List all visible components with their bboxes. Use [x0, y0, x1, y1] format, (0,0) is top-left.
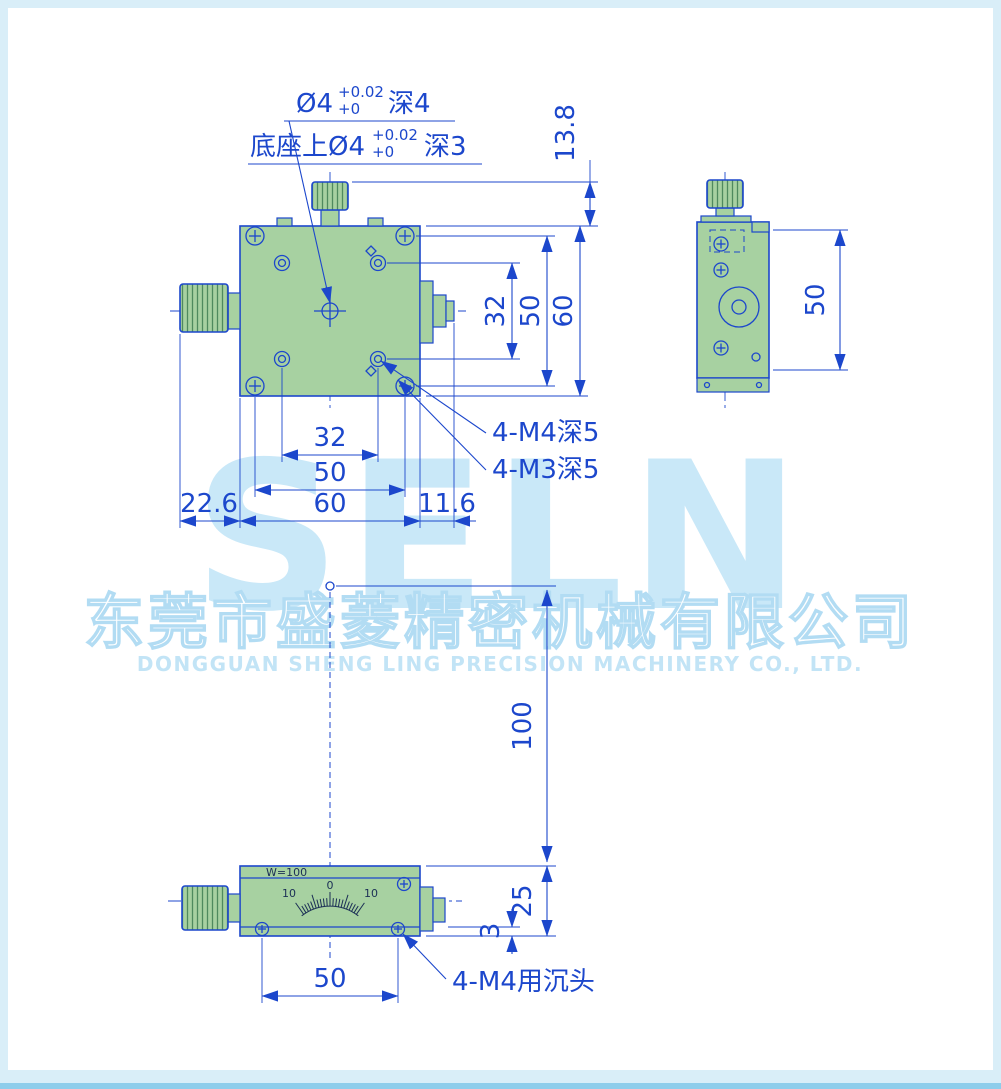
callout-hole-top: Ø4 +0.02 +0 深4 — [284, 83, 455, 122]
dim-travel-100: 100 — [426, 589, 556, 867]
m4-hole-top-right — [369, 254, 387, 272]
callout-m4-thread: 4-M4深5 — [380, 360, 599, 448]
callout-hole-base-suffix: 深3 — [424, 132, 467, 162]
scale-label-center: 0 — [327, 879, 334, 892]
plan-right-stub — [432, 897, 446, 923]
callout-hole-base-prefix: 底座上Ø4 — [250, 132, 365, 162]
plan-adjustment-knob — [181, 885, 229, 931]
dim-left-offset-label: 22.6 — [180, 489, 238, 519]
callout-hole-base-tol-upper: +0.02 — [372, 126, 418, 144]
dim-side-height-50: 50 — [773, 229, 848, 371]
callout-hole-top-prefix: Ø4 — [296, 89, 333, 119]
dim-body-height-25-label: 25 — [508, 884, 538, 917]
dim-horizontal-60-label: 60 — [313, 489, 346, 519]
side-adjustment-knob — [706, 179, 744, 209]
right-shaft-stub — [432, 294, 447, 328]
dim-vertical-50-label: 50 — [516, 294, 546, 327]
scale-range-label: W=100 — [266, 866, 307, 879]
side-screw-3 — [713, 340, 729, 356]
left-adjustment-knob — [179, 283, 229, 333]
side-view: 50 — [696, 172, 848, 408]
csk-screw-top-right — [396, 876, 412, 892]
callout-m3-thread-label: 4-M3深5 — [492, 455, 599, 485]
top-adjustment-knob — [311, 181, 349, 211]
front-view-dimensions: Ø4 +0.02 +0 深4 底座上Ø4 +0.02 +0 深3 13.8 — [179, 83, 599, 528]
csk-screw-bottom-right — [390, 921, 406, 937]
scale-label-right: 10 — [364, 887, 378, 900]
dim-right-offset: 11.6 — [398, 323, 476, 528]
callout-m4-csk: 4-M4用沉头 — [402, 933, 595, 997]
side-top-plate — [700, 215, 752, 223]
dim-horizontal-32: 32 — [281, 368, 379, 462]
dim-vertical-32-label: 32 — [481, 294, 511, 327]
callout-hole-base: 底座上Ø4 +0.02 +0 深3 — [248, 126, 482, 165]
callout-hole-base-tol-lower: +0 — [372, 143, 394, 161]
dim-vertical-50: 50 — [416, 235, 555, 387]
dim-knob-height: 13.8 — [352, 104, 598, 227]
front-top-tab-left — [276, 217, 293, 227]
watermark-company-cn: 东莞市盛菱精密机械有限公司 — [84, 588, 916, 658]
side-screw-1 — [713, 236, 729, 252]
side-small-hole — [751, 352, 761, 362]
travel-reference-point — [325, 581, 335, 591]
plan-knob-collar — [227, 893, 241, 923]
right-end-plate — [419, 280, 434, 344]
dim-body-height-25: 25 — [508, 865, 553, 937]
dim-knob-height-label: 13.8 — [551, 104, 581, 162]
dim-right-offset-label: 11.6 — [418, 489, 476, 519]
side-base-hole-left — [703, 381, 711, 389]
dim-side-height-50-label: 50 — [801, 283, 831, 316]
callout-hole-top-suffix: 深4 — [388, 89, 431, 119]
right-shaft-cap — [445, 300, 455, 322]
dim-horizontal-60: 60 — [239, 398, 421, 528]
m4-hole-top-left — [273, 254, 291, 272]
plan-right-plate — [419, 886, 434, 932]
side-base-plate — [696, 377, 770, 393]
corner-screw-top-left — [245, 226, 265, 246]
vernier-ticks — [295, 892, 365, 915]
callout-m3-thread: 4-M3深5 — [397, 379, 599, 485]
callout-m4-csk-label: 4-M4用沉头 — [452, 967, 595, 997]
scale-label-left: 10 — [282, 887, 296, 900]
top-knob-collar — [320, 209, 340, 227]
callout-m4-thread-label: 4-M4深5 — [492, 418, 599, 448]
side-bearing-boss — [718, 286, 760, 328]
dim-vertical-32: 32 — [387, 262, 520, 360]
watermark-company-en: DONGGUAN SHENG LING PRECISION MACHINERY … — [137, 652, 863, 676]
callout-hole-top-tol-upper: +0.02 — [338, 83, 384, 101]
vernier-arc — [301, 905, 359, 917]
dim-horizontal-50-label: 50 — [313, 458, 346, 488]
dim-horizontal-50: 50 — [254, 397, 406, 497]
side-base-hole-right — [755, 381, 763, 389]
corner-screw-top-right — [395, 226, 415, 246]
side-knob-collar — [715, 207, 735, 217]
dim-vertical-60-label: 60 — [549, 294, 579, 327]
csk-screw-bottom-left — [254, 921, 270, 937]
m4-hole-bottom-right — [369, 350, 387, 368]
side-hidden-pocket — [709, 229, 745, 253]
dim-hole-span-50: 50 — [261, 938, 399, 1003]
dim-hole-span-50-label: 50 — [313, 964, 346, 994]
callout-hole-leader — [288, 120, 332, 304]
dim-travel-100-label: 100 — [508, 701, 538, 751]
m4-hole-bottom-left — [273, 350, 291, 368]
front-view — [170, 172, 466, 412]
top-view: W=100 10 0 10 100 — [168, 581, 595, 1003]
diamond-marker-bottom — [365, 365, 377, 377]
corner-screw-bottom-left — [245, 376, 265, 396]
front-top-tab-right — [367, 217, 384, 227]
side-top-step — [751, 221, 770, 233]
diamond-marker-top — [365, 245, 377, 257]
dim-horizontal-32-label: 32 — [313, 423, 346, 453]
dim-vertical-60: 60 — [426, 225, 588, 397]
dim-base-plate-3-label: 3 — [476, 923, 506, 940]
left-knob-collar — [227, 292, 241, 330]
side-screw-2 — [713, 262, 729, 278]
callout-hole-top-tol-lower: +0 — [338, 100, 360, 118]
dim-base-plate-3: 3 — [426, 909, 556, 954]
dim-left-offset: 22.6 — [179, 334, 241, 528]
